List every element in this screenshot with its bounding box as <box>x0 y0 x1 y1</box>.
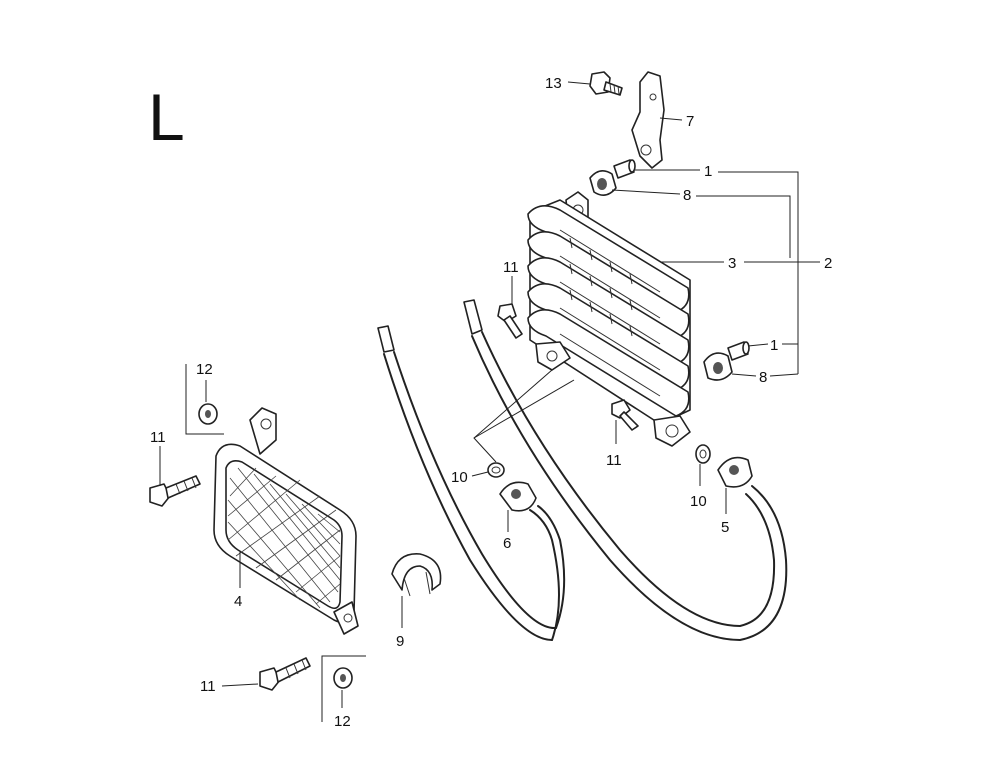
bolt-part-11-upper-left <box>497 303 523 339</box>
callout-5: 5 <box>721 519 729 536</box>
callout-9: 9 <box>396 633 404 650</box>
section-letter: L <box>148 80 185 154</box>
cooler-guard-part-4 <box>213 407 359 635</box>
callout-11-cooler-right: 11 <box>606 452 622 469</box>
washer-part-10-right <box>695 444 711 464</box>
callout-10-left: 10 <box>451 469 468 486</box>
grommet-part-8-upper <box>589 170 617 196</box>
callout-8-lower: 8 <box>759 369 767 386</box>
guard-mesh <box>227 467 341 609</box>
callout-3: 3 <box>728 255 736 272</box>
callout-11-guard-lower: 11 <box>200 678 216 695</box>
callout-12-lower: 12 <box>334 713 351 730</box>
callout-1-upper: 1 <box>704 163 712 180</box>
mounting-bracket-part-7 <box>631 71 665 169</box>
callout-11-guard-upper: 11 <box>150 429 166 446</box>
bolt-part-11-left-lower <box>259 657 311 691</box>
callout-7: 7 <box>686 113 694 130</box>
callout-8-upper: 8 <box>683 187 691 204</box>
nut-part-12-lower <box>333 667 353 689</box>
callout-1-lower: 1 <box>770 337 778 354</box>
bolt-part-13 <box>589 71 623 96</box>
leader-lines <box>159 81 820 722</box>
hose-fitting-part-6 <box>499 481 537 512</box>
callout-4: 4 <box>234 593 242 610</box>
callout-10-right: 10 <box>690 493 707 510</box>
oil-hose-right <box>463 299 788 642</box>
hose-fitting-part-5 <box>717 456 753 488</box>
callout-11-cooler-left: 11 <box>503 259 519 276</box>
callout-labels: 13 7 1 8 3 2 11 1 8 12 11 11 10 10 5 6 4… <box>150 75 832 730</box>
callout-12-upper: 12 <box>196 361 213 378</box>
collar-part-1-lower <box>727 341 750 361</box>
collar-part-1-upper <box>613 159 636 179</box>
callout-2: 2 <box>824 255 832 272</box>
oil-cooler-core-part-3 <box>527 191 691 447</box>
callout-13: 13 <box>545 75 562 92</box>
oil-hose-left <box>377 325 566 641</box>
hose-clamp-part-9 <box>391 553 442 597</box>
washer-part-10-left <box>487 462 505 478</box>
nut-part-12-upper <box>198 403 218 425</box>
bolt-part-11-upper-right <box>611 399 639 431</box>
grommet-part-8-lower <box>703 352 733 381</box>
callout-6: 6 <box>503 535 511 552</box>
bolt-part-11-left-upper <box>149 475 201 507</box>
